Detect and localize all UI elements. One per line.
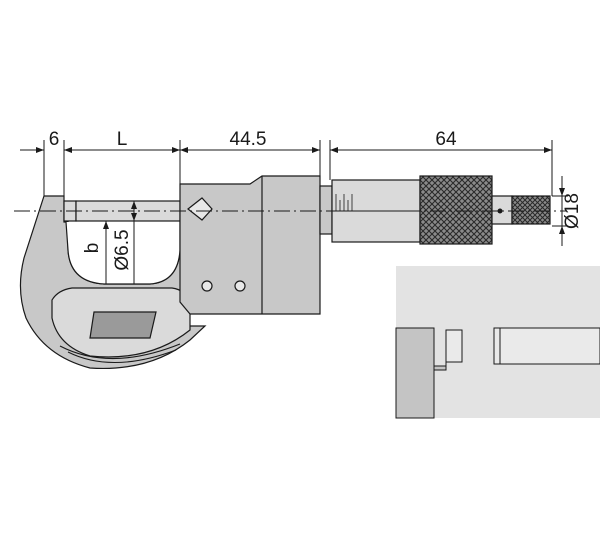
dim-64: 64 <box>435 129 457 150</box>
knurled-thimble <box>419 175 493 245</box>
housing <box>179 175 321 315</box>
dim-6: 6 <box>49 129 60 150</box>
screw-icon <box>234 280 246 292</box>
dim-L: L <box>117 129 128 150</box>
dim-44-5: 44.5 <box>230 129 267 150</box>
ratchet-stop <box>491 195 551 225</box>
frame <box>19 195 207 370</box>
screw-icon <box>201 280 213 292</box>
dimension-lines <box>20 140 568 284</box>
dim-phi-6-5: Ø6.5 <box>112 229 133 270</box>
inset-detail <box>395 266 600 419</box>
dim-phi-18: Ø18 <box>562 193 583 229</box>
dim-b: b <box>82 243 103 254</box>
lock-lever <box>187 197 213 221</box>
